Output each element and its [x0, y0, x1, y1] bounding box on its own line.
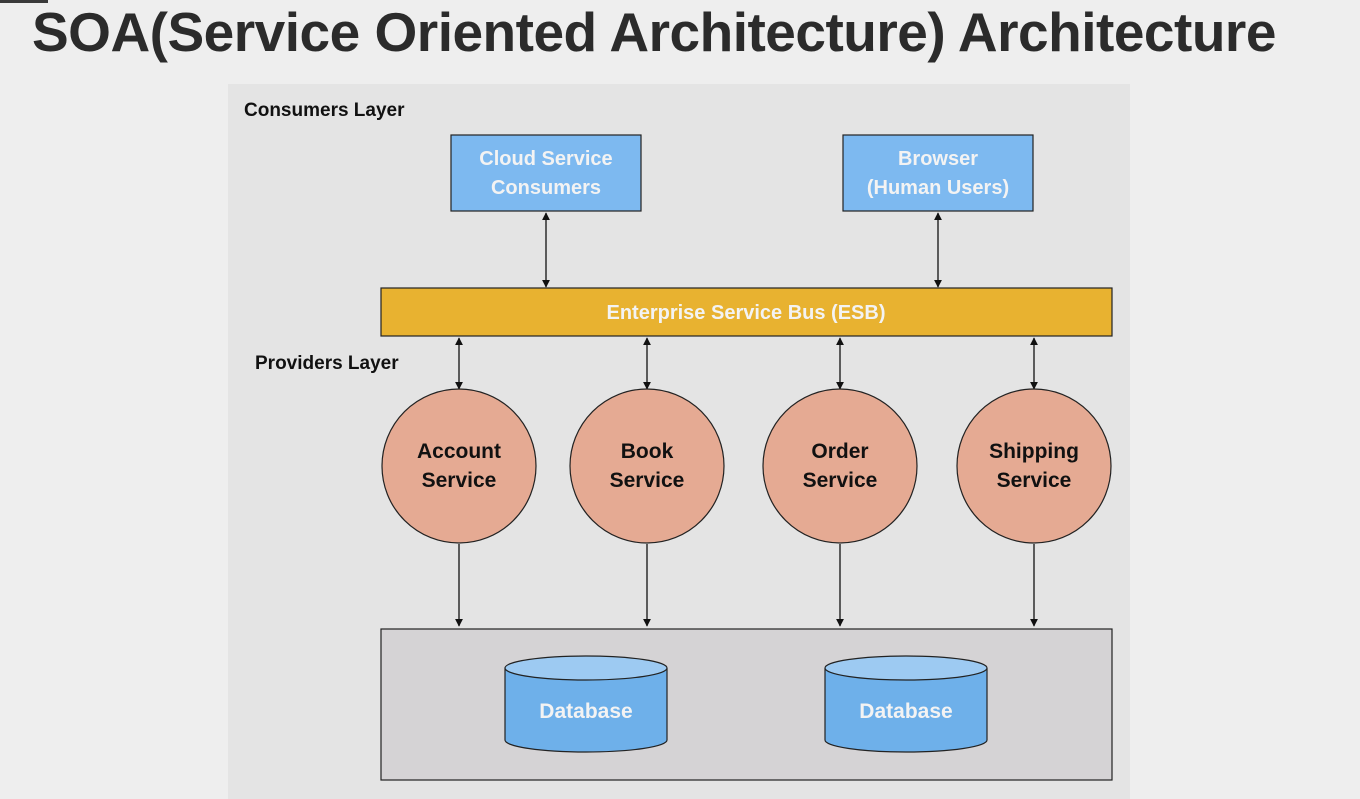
database-top — [824, 655, 988, 681]
service-account: Account Service — [381, 388, 537, 544]
service-label-line1: Book — [621, 440, 674, 463]
service-shipping: Shipping Service — [956, 388, 1112, 544]
database-label: Database — [539, 700, 632, 723]
consumer-label-line1: Browser — [898, 148, 978, 170]
database-label: Database — [859, 700, 952, 723]
consumer-label-line2: Consumers — [491, 177, 601, 199]
service-label-line1: Order — [811, 440, 868, 463]
consumer-box — [842, 134, 1034, 212]
database-top — [504, 655, 668, 681]
service-circle — [956, 388, 1112, 544]
database-cylinder: Database — [824, 655, 988, 753]
service-circle — [762, 388, 918, 544]
esb-label: Enterprise Service Bus (ESB) — [607, 302, 886, 324]
service-circle — [381, 388, 537, 544]
consumer-cloud-service: Cloud Service Consumers — [450, 134, 642, 212]
esb-bar: Enterprise Service Bus (ESB) — [380, 287, 1113, 337]
database-body — [824, 668, 988, 753]
database-body — [504, 668, 668, 753]
service-order: Order Service — [762, 388, 918, 544]
service-book: Book Service — [569, 388, 725, 544]
consumer-label-line1: Cloud Service — [479, 148, 612, 170]
service-label-line2: Service — [803, 469, 878, 492]
consumer-label-line2: (Human Users) — [867, 177, 1009, 199]
esb-rect — [380, 287, 1113, 337]
providers-layer-label: Providers Layer — [255, 353, 399, 374]
service-label-line2: Service — [422, 469, 497, 492]
slide-title: SOA(Service Oriented Architecture) Archi… — [32, 1, 1276, 63]
consumer-box — [450, 134, 642, 212]
consumer-browser: Browser (Human Users) — [842, 134, 1034, 212]
service-label-line1: Account — [417, 440, 501, 463]
database-cylinder: Database — [504, 655, 668, 753]
service-circle — [569, 388, 725, 544]
storage-panel — [380, 628, 1113, 781]
consumers-layer-label: Consumers Layer — [244, 100, 405, 121]
service-label-line2: Service — [610, 469, 685, 492]
corner-mark — [0, 0, 48, 3]
service-label-line2: Service — [997, 469, 1072, 492]
service-label-line1: Shipping — [989, 440, 1079, 463]
